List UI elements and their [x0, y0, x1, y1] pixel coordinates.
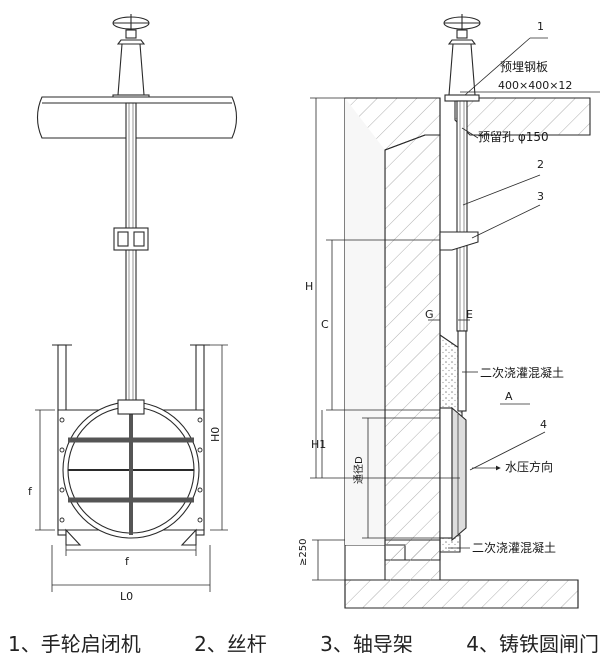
- dim-l0: L0: [120, 590, 133, 603]
- guide-bracket: [113, 227, 149, 251]
- section-a-label: A: [505, 390, 513, 403]
- dim-diameter: 通径D: [352, 456, 365, 484]
- grout-lower-label: 二次浇灌混凝土: [472, 540, 556, 555]
- screw-stem: [125, 102, 137, 402]
- callout-3: 3: [537, 190, 544, 203]
- dim-g: G: [425, 308, 434, 321]
- callout-4: 4: [540, 418, 547, 431]
- operating-slab: [36, 96, 238, 139]
- water-pressure-label: 水压方向: [505, 459, 553, 474]
- dim-f-horizontal: f: [125, 555, 130, 568]
- callout-1: 1: [537, 20, 544, 33]
- hoist-column: [117, 43, 145, 96]
- dim-f-vertical: f: [28, 485, 33, 498]
- gate-drawing: f f L0 H0: [28, 14, 600, 609]
- front-elevation: [35, 14, 238, 592]
- dim-h0: H0: [209, 427, 222, 442]
- dim-min-250: ≥250: [298, 539, 309, 566]
- handwheel-icon: [112, 14, 150, 45]
- legend-item-screw-stem: 2、丝杆: [194, 631, 267, 656]
- callout-2: 2: [537, 158, 544, 171]
- grout-upper-label: 二次浇灌混凝土: [480, 365, 564, 380]
- legend-item-guide-bracket: 3、轴导架: [320, 631, 413, 656]
- embedded-plate-size: 400×400×12: [498, 79, 572, 92]
- legend-bar: 1、手轮启闭机 2、丝杆 3、轴导架 4、铸铁圆闸门: [0, 622, 607, 662]
- reserved-hole-label: 预留孔 φ150: [478, 130, 549, 144]
- legend-item-handwheel-hoist: 1、手轮启闭机: [8, 631, 141, 656]
- legend-item-cast-iron-gate: 4、铸铁圆闸门: [466, 631, 599, 656]
- dim-e: E: [466, 308, 473, 321]
- dim-c: C: [321, 318, 329, 331]
- embedded-plate-label: 预埋钢板: [500, 60, 548, 74]
- dim-h1: H1: [311, 438, 326, 451]
- side-section: [310, 14, 600, 609]
- dim-h: H: [305, 280, 313, 293]
